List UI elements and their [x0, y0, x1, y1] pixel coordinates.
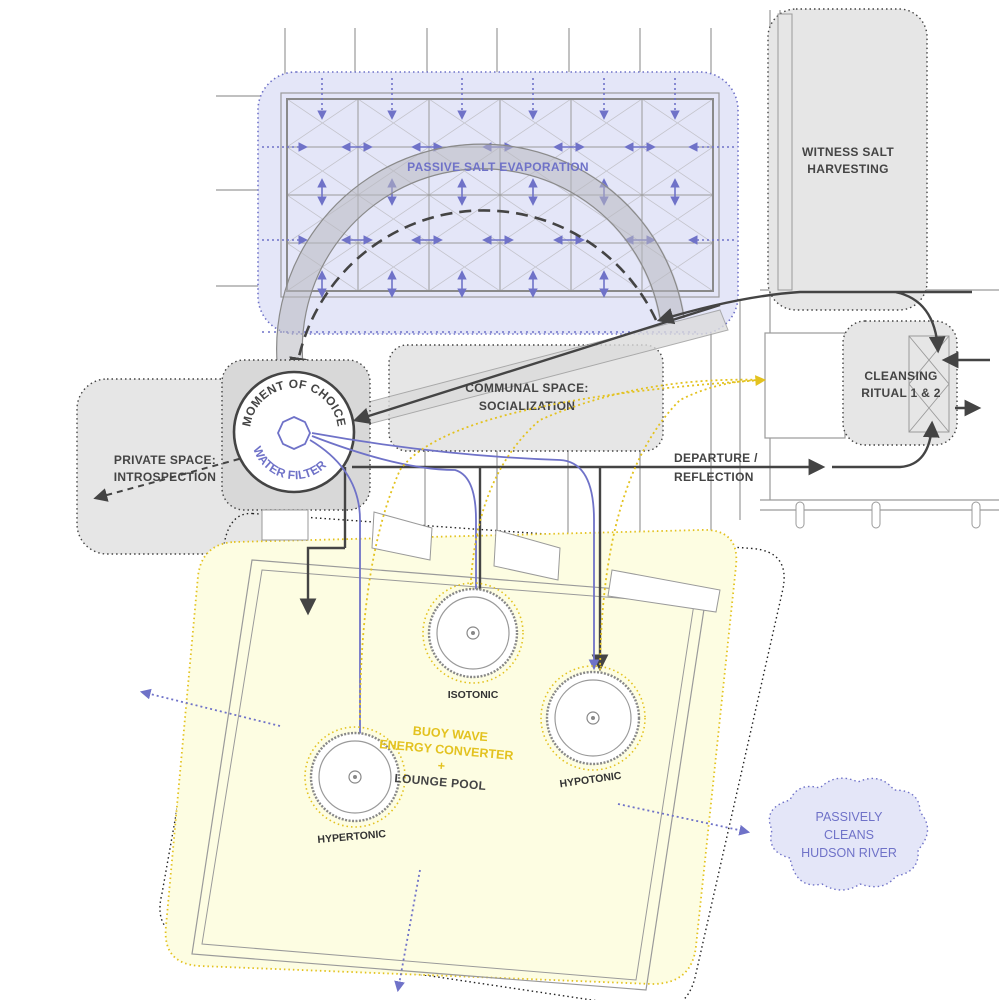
witness-salt-zone	[767, 8, 928, 311]
water-filter-hexagon	[277, 416, 311, 450]
cleansing-line2: RITUAL 1 & 2	[861, 386, 940, 400]
private-line1: PRIVATE SPACE:	[114, 453, 216, 467]
outflow-arrows	[139, 688, 751, 993]
hypotonic-pool	[540, 665, 646, 771]
moment-of-choice-circle	[232, 370, 356, 494]
cleansing-line1: CLEANSING	[864, 369, 937, 383]
private-line2: INTROSPECTION	[114, 470, 217, 484]
river-line3: HUDSON RIVER	[801, 846, 897, 860]
hudson-river-cloud	[768, 777, 929, 891]
witness-line1: WITNESS SALT	[802, 145, 894, 159]
communal-line1: COMMUNAL SPACE:	[465, 381, 588, 395]
circulation-arrows	[299, 290, 990, 672]
arc-walkway	[276, 143, 685, 383]
witness-line2: HARVESTING	[807, 162, 888, 176]
departure-line1: DEPARTURE /	[674, 451, 758, 465]
communal-zone	[388, 344, 664, 452]
hypertonic-label: HYPERTONIC	[317, 828, 387, 846]
hypertonic-pool	[304, 726, 406, 828]
departure-line2: REFLECTION	[674, 470, 754, 484]
river-line1: PASSIVELY	[816, 810, 884, 824]
pier-bollards	[795, 501, 981, 529]
passive-salt-label: PASSIVE SALT EVAPORATION	[407, 160, 589, 174]
cleansing-zone	[842, 320, 958, 446]
river-line2: CLEANS	[824, 828, 874, 842]
energy-flow-lines	[359, 375, 767, 721]
water-flow-lines	[309, 432, 600, 763]
private-exit-arrow	[93, 455, 251, 502]
pool-entry-structures	[261, 509, 721, 613]
communal-line2: SOCIALIZATION	[479, 399, 575, 413]
isotonic-label: ISOTONIC	[448, 689, 499, 701]
buoy-plus: +	[437, 759, 446, 774]
buoy-line1: BUOY WAVE	[412, 724, 488, 745]
isotonic-pool	[422, 582, 524, 684]
